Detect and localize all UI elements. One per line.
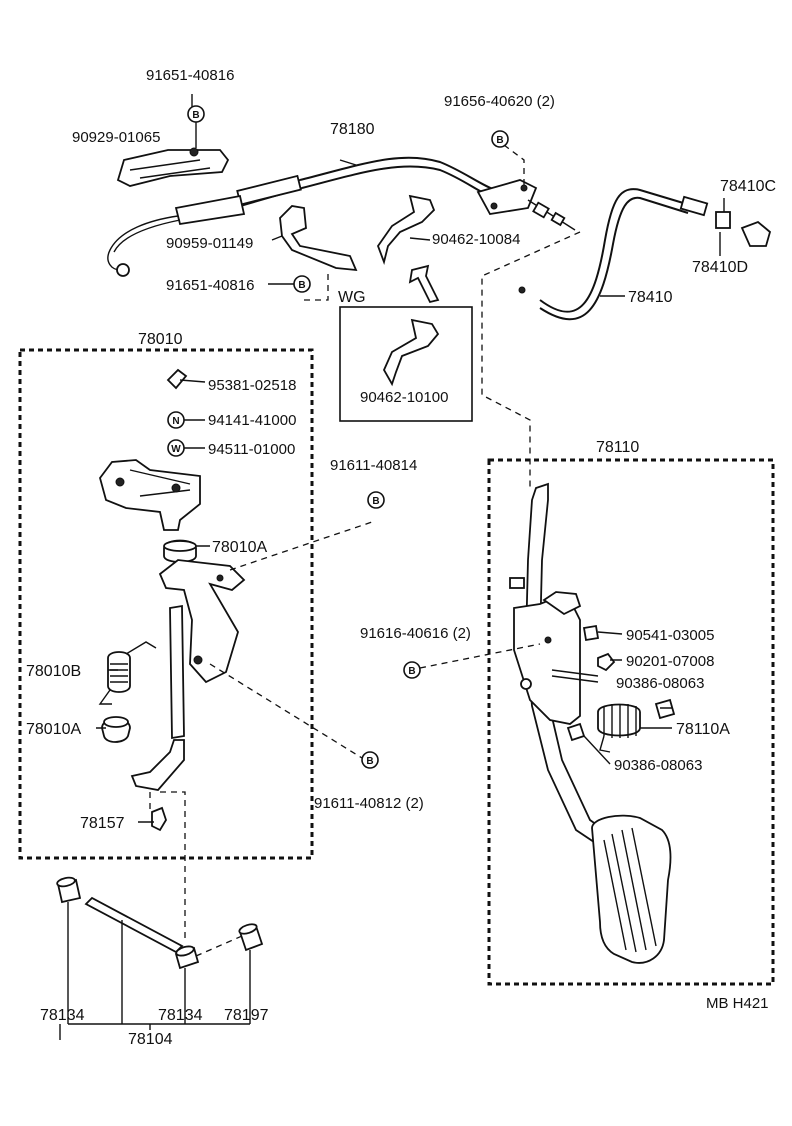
label-mbh421: MB H421	[706, 995, 769, 1012]
dash-78010-3	[149, 791, 186, 940]
bolt-marker-5: B	[403, 661, 421, 679]
label-91611-40812: 91611-40812 (2)	[314, 795, 424, 812]
dash-78010-1	[229, 521, 373, 571]
label-78010A-bottom: 78010A	[26, 721, 81, 738]
label-78410: 78410	[628, 289, 673, 306]
svg-text:B: B	[366, 756, 373, 767]
bolt-marker-3: B	[293, 275, 311, 293]
label-91651-40816-mid: 91651-40816	[166, 277, 254, 294]
label-90386-08063-a: 90386-08063	[616, 675, 704, 692]
dash-top-1	[503, 144, 525, 190]
nut-90201-07008	[597, 652, 616, 672]
wg-arrow	[408, 264, 440, 304]
bolt-marker-4: B	[367, 491, 385, 509]
bushing-90386-08063-b	[566, 722, 586, 742]
label-94141-41000: 94141-41000	[208, 412, 296, 429]
svg-text:B: B	[298, 280, 305, 291]
bushing-78010A-top	[163, 539, 197, 563]
label-90929-01065: 90929-01065	[72, 129, 160, 146]
leader-lines	[96, 94, 725, 823]
label-78157: 78157	[80, 815, 125, 832]
assembly-box-78010	[18, 348, 314, 860]
bushing-90386-08063-a	[654, 698, 676, 720]
cable-78410	[518, 188, 772, 321]
spring-78110A	[597, 703, 641, 753]
label-90959-01149: 90959-01149	[166, 235, 253, 252]
bushing-78134-left	[56, 876, 82, 904]
dash-78197	[195, 935, 243, 957]
label-wg: WG	[338, 289, 366, 306]
pedal-arm-78010	[130, 559, 246, 791]
label-78410D: 78410D	[692, 259, 748, 276]
label-78110A: 78110A	[676, 721, 730, 738]
label-78134-right: 78134	[158, 1007, 203, 1024]
label-78180: 78180	[330, 121, 375, 138]
label-78010: 78010	[138, 331, 183, 348]
label-78134-left: 78134	[40, 1007, 85, 1024]
dash-top-2	[304, 272, 329, 301]
label-78104: 78104	[128, 1031, 173, 1048]
svg-text:W: W	[171, 444, 181, 455]
bracket-90462-10100	[382, 318, 440, 387]
bushing-78197	[238, 923, 264, 952]
label-78410C: 78410C	[720, 178, 776, 195]
label-90541-03005: 90541-03005	[626, 627, 714, 644]
dash-78110	[419, 643, 541, 669]
label-91656-40620: 91656-40620 (2)	[444, 93, 555, 110]
svg-text:N: N	[172, 416, 179, 427]
spring-78010B	[98, 641, 157, 705]
pedal-lever-78110	[509, 482, 606, 844]
leader-lines-bottom	[59, 902, 251, 1040]
clamp-90959-01149	[279, 205, 358, 272]
dash-78010-2	[209, 663, 363, 759]
wg-variant-box	[339, 306, 473, 422]
svg-text:B: B	[372, 496, 379, 507]
svg-text:B: B	[408, 666, 415, 677]
label-91611-40814: 91611-40814	[330, 457, 417, 474]
label-90386-08063-b: 90386-08063	[614, 757, 702, 774]
label-91616-40616: 91616-40616 (2)	[360, 625, 471, 642]
svg-text:B: B	[192, 110, 199, 121]
label-91651-40816-top: 91651-40816	[146, 67, 234, 84]
label-94511-01000: 94511-01000	[208, 441, 295, 458]
nut-marker: N	[167, 411, 185, 429]
clip-95381-02518	[166, 368, 188, 390]
bracket-90462-10084	[376, 194, 436, 266]
stopper-78157	[151, 806, 167, 832]
label-90201-07008: 90201-07008	[626, 653, 714, 670]
label-78110: 78110	[596, 439, 639, 456]
bushing-78010A-bottom	[101, 716, 131, 743]
bolt-marker-1: B	[187, 105, 205, 123]
svg-text:B: B	[496, 135, 503, 146]
screw-90541-03005	[582, 624, 600, 642]
cable-end-plate	[476, 179, 576, 231]
label-78197: 78197	[224, 1007, 269, 1024]
dash-top-3	[481, 231, 581, 490]
washer-marker: W	[167, 439, 185, 457]
bracket-90929-01065	[116, 147, 230, 187]
lever-bracket-78010	[99, 459, 201, 531]
bolt-marker-6: B	[361, 751, 379, 769]
label-78010B: 78010B	[26, 663, 81, 680]
rod-78104	[84, 896, 184, 954]
assembly-box-78110	[487, 458, 775, 986]
label-95381-02518: 95381-02518	[208, 377, 296, 394]
cable-78180	[107, 156, 501, 277]
bushing-78134-right	[174, 945, 200, 970]
bolt-marker-2: B	[491, 130, 509, 148]
label-78010A-top: 78010A	[212, 539, 267, 556]
label-90462-10084: 90462-10084	[432, 231, 520, 248]
label-90462-10100: 90462-10100	[360, 389, 448, 406]
pedal-pad	[591, 814, 672, 964]
